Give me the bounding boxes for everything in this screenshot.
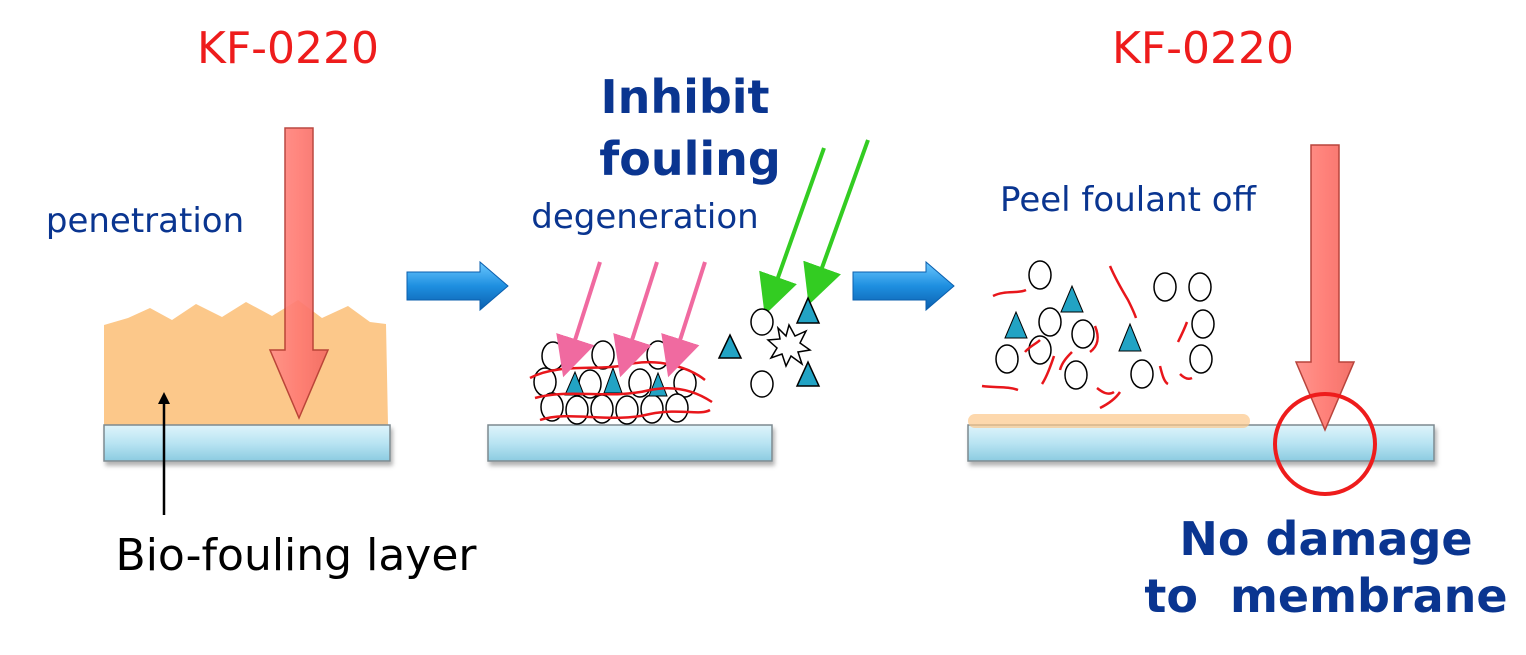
membrane-middle <box>487 424 773 462</box>
membrane-left <box>103 424 391 462</box>
right-arrow-icon <box>852 260 955 312</box>
pink-arrows <box>556 261 707 378</box>
left-title: KF-0220 <box>197 23 379 74</box>
peel-foulant-off-label: Peel foulant off <box>1000 180 1257 220</box>
released-particles <box>717 296 821 398</box>
inhibit-label: Inhibit <box>600 70 769 124</box>
panel-middle: Inhibit fouling degeneration <box>487 70 870 462</box>
panel-right: KF-0220 Peel foulant off <box>967 23 1508 623</box>
detached-circles <box>995 260 1215 390</box>
panel-left: KF-0220 penetration Bio-fouling layer <box>46 23 478 581</box>
circle-icon <box>1273 392 1377 496</box>
detached-fibers <box>981 265 1193 410</box>
down-arrow-icon <box>1294 144 1356 432</box>
bio-fouling-layer-label: Bio-fouling layer <box>116 530 478 581</box>
penetration-label: penetration <box>46 201 244 241</box>
biofilm-layer <box>104 300 388 425</box>
detached-triangles <box>1004 284 1142 352</box>
membrane-right <box>967 424 1435 462</box>
to-membrane-label: to membrane <box>1144 569 1507 623</box>
up-arrow-icon <box>158 392 170 404</box>
right-arrow-icon <box>406 260 509 312</box>
fouling-label: fouling <box>599 132 781 186</box>
residual-biofilm <box>968 414 1250 428</box>
no-damage-label: No damage <box>1179 512 1472 566</box>
down-arrow-icon <box>268 127 330 420</box>
starburst-icon <box>766 323 812 368</box>
green-arrows <box>759 139 870 316</box>
right-title: KF-0220 <box>1112 23 1294 74</box>
degeneration-label: degeneration <box>531 197 758 237</box>
